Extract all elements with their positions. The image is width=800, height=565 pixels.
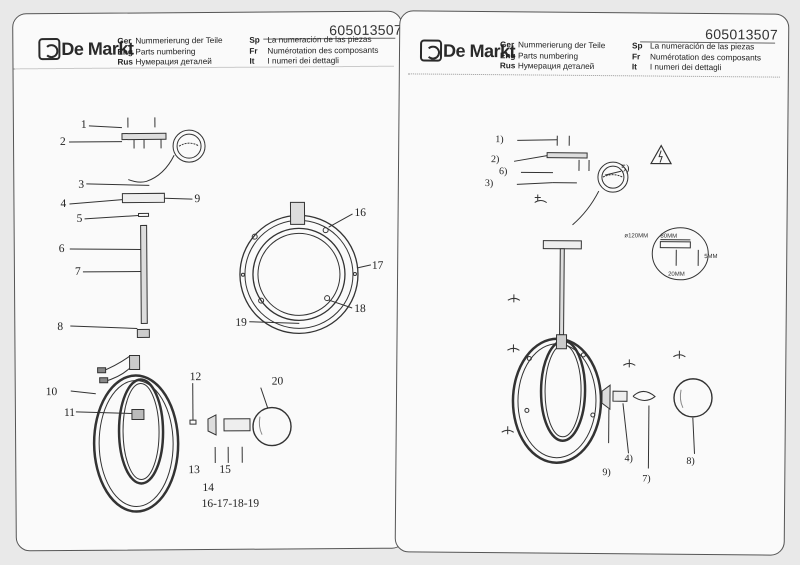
mounting-bracket [546, 152, 588, 159]
step-label-6: 6) [499, 166, 507, 177]
rod [559, 248, 565, 336]
wire [128, 155, 175, 183]
connector [136, 328, 150, 339]
step-label-9: 9) [602, 467, 610, 478]
cup [601, 384, 611, 411]
socket [223, 418, 251, 432]
mounting-bracket [121, 132, 167, 141]
rod [140, 224, 148, 324]
cup [207, 414, 217, 436]
step-labels: 1) 2) 3) 4) 5) 6) 7) 8) 9) [485, 134, 695, 484]
step-label-8: 8) [686, 456, 694, 467]
inner-oval-frame [117, 378, 165, 485]
step-label-5: 5) [621, 163, 629, 174]
part-label-9: 9 [194, 193, 200, 205]
part-label-17: 17 [372, 260, 384, 272]
canopy [121, 192, 165, 204]
step-label-7: 7) [642, 473, 650, 484]
part-label-13: 13 [188, 464, 200, 476]
terminal-ring [172, 129, 206, 163]
assembly-diagram: ø120MM 80MM 5MM 20MM 1) 2) 3) 4) 5) 6) 7… [485, 134, 718, 484]
ceiling-anchor [534, 194, 541, 201]
part-label-18: 18 [354, 303, 366, 315]
outer-ring [239, 214, 359, 335]
socket [612, 390, 628, 402]
part-label-4: 4 [60, 198, 66, 210]
socket-bracket [131, 408, 145, 421]
canopy [542, 240, 582, 250]
glass-globe [673, 378, 713, 418]
part-number-labels: 1 2 3 4 5 6 7 8 9 10 11 12 13 14 15 16 1… [46, 119, 384, 510]
dim-diameter: ø120MM [624, 233, 648, 239]
nut [138, 212, 150, 217]
step-label-4: 4) [624, 453, 632, 464]
inner-oval-frame [539, 339, 587, 443]
part-label-20: 20 [272, 375, 284, 387]
part-label-8: 8 [57, 321, 63, 333]
part-label-3: 3 [78, 179, 84, 191]
ring-clamp [289, 201, 306, 225]
part-label-6: 6 [59, 243, 65, 255]
part-label-19: 19 [235, 317, 247, 329]
part-label-10: 10 [46, 386, 58, 398]
step-label-3: 3) [485, 178, 493, 189]
dim-height: 5MM [704, 254, 717, 260]
glass-globe [252, 406, 292, 447]
terminal-ring [597, 161, 629, 193]
part-label-16-19: 16-17-18-19 [202, 498, 260, 510]
part-label-11: 11 [64, 407, 75, 419]
electric-warning-icon [650, 144, 673, 165]
inner-ring [252, 227, 346, 322]
part-label-1: 1 [81, 119, 87, 131]
step-label-2: 2) [491, 154, 499, 165]
step-label-1: 1) [495, 134, 503, 145]
dim-width: 80MM [660, 234, 677, 240]
part-label-5: 5 [77, 213, 83, 225]
outer-oval-frame [511, 337, 603, 464]
wire [572, 190, 600, 226]
bulb [632, 390, 656, 401]
outer-oval-frame [92, 374, 180, 513]
part-label-12: 12 [190, 371, 202, 383]
exploded-parts-diagram: 1 2 3 4 5 6 7 8 9 10 11 12 13 14 15 16 1… [46, 117, 384, 513]
canopy-detail [651, 227, 709, 281]
dimension-labels: ø120MM 80MM 5MM 20MM [624, 233, 717, 278]
part-label-15: 15 [219, 464, 231, 476]
dim-depth: 20MM [668, 272, 685, 278]
part-label-2: 2 [60, 136, 66, 148]
washer [189, 419, 197, 425]
part-label-14: 14 [202, 482, 214, 494]
part-label-7: 7 [75, 266, 81, 278]
part-label-16: 16 [354, 207, 366, 219]
